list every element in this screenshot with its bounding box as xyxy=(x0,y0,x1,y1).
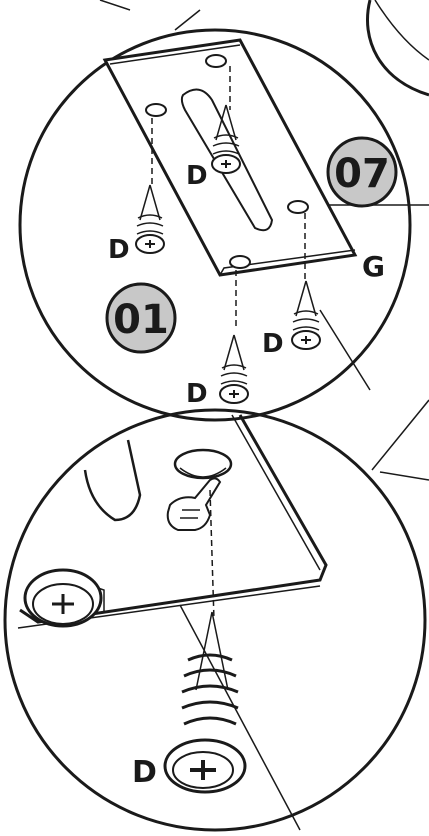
step-badge-number: 07 xyxy=(334,151,390,197)
detail-circle-bottom: D xyxy=(5,410,425,830)
screw-label: D xyxy=(132,755,157,790)
quantity-badge-number: 01 xyxy=(113,297,169,343)
screw-label: D xyxy=(108,235,130,265)
screw-icon xyxy=(220,335,248,403)
detail-circle-top: D D D D G 07 01 xyxy=(20,10,410,420)
screw-label: D xyxy=(262,329,284,359)
quantity-badge: 01 xyxy=(107,284,175,352)
screw-icon xyxy=(136,185,164,253)
screw-icon xyxy=(292,281,320,349)
screw-label: D xyxy=(186,161,208,191)
pointing-hand-icon xyxy=(168,478,220,530)
step-badge: 07 xyxy=(328,138,396,206)
screw-label: D xyxy=(186,379,208,409)
screw-icon xyxy=(25,570,104,626)
plate-label: G xyxy=(362,250,385,283)
screw-icon xyxy=(165,612,245,792)
